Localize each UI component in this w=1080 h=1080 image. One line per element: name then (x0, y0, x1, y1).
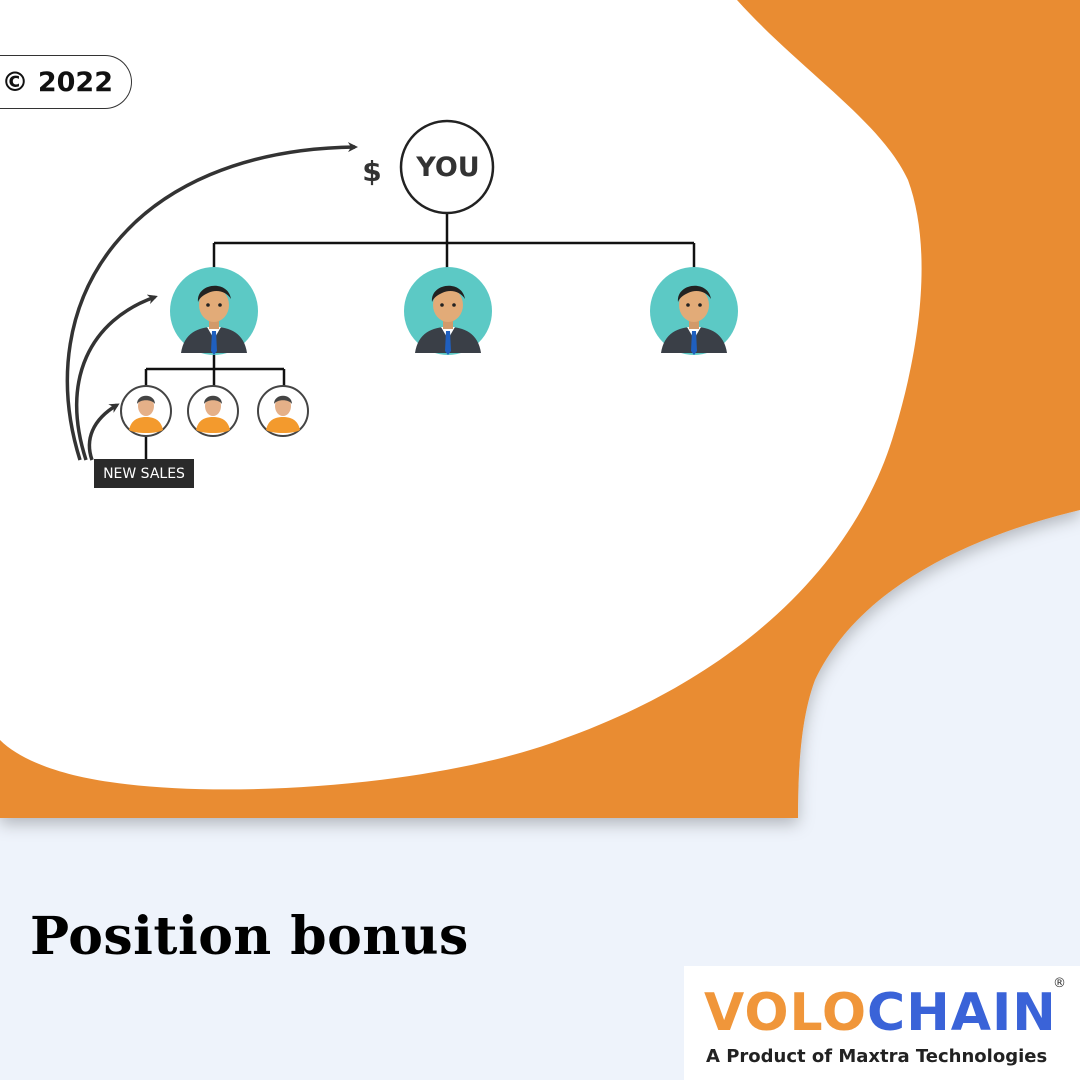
businessman-avatar-icon (650, 267, 738, 355)
dollar-symbol: $ (362, 155, 382, 188)
page-title: Position bonus (30, 906, 469, 967)
logo-word-part-2: CHAIN (867, 983, 1057, 1043)
logo-word-part-1: VOLO (704, 983, 868, 1043)
arrow-to-member-icon (74, 294, 158, 461)
person-avatar-icon (187, 385, 239, 437)
businessman-avatar-icon (170, 267, 258, 355)
arrow-to-recruit-icon (87, 403, 120, 461)
new-sales-label: NEW SALES (94, 459, 194, 488)
tree-connectors (144, 213, 696, 460)
you-node-ring (399, 119, 495, 215)
registered-mark: ® (1053, 976, 1066, 991)
copyright-badge: © 2022 (0, 55, 132, 109)
person-avatar-icon (257, 385, 309, 437)
you-node-label: YOU (416, 151, 480, 183)
logo-tagline: A Product of Maxtra Technologies (706, 1046, 1048, 1067)
white-blob (0, 0, 922, 790)
businessman-avatar-icon (404, 267, 492, 355)
bonus-arrows (65, 142, 358, 461)
arrow-to-you-icon (65, 142, 358, 461)
person-avatar-icon (120, 385, 172, 437)
